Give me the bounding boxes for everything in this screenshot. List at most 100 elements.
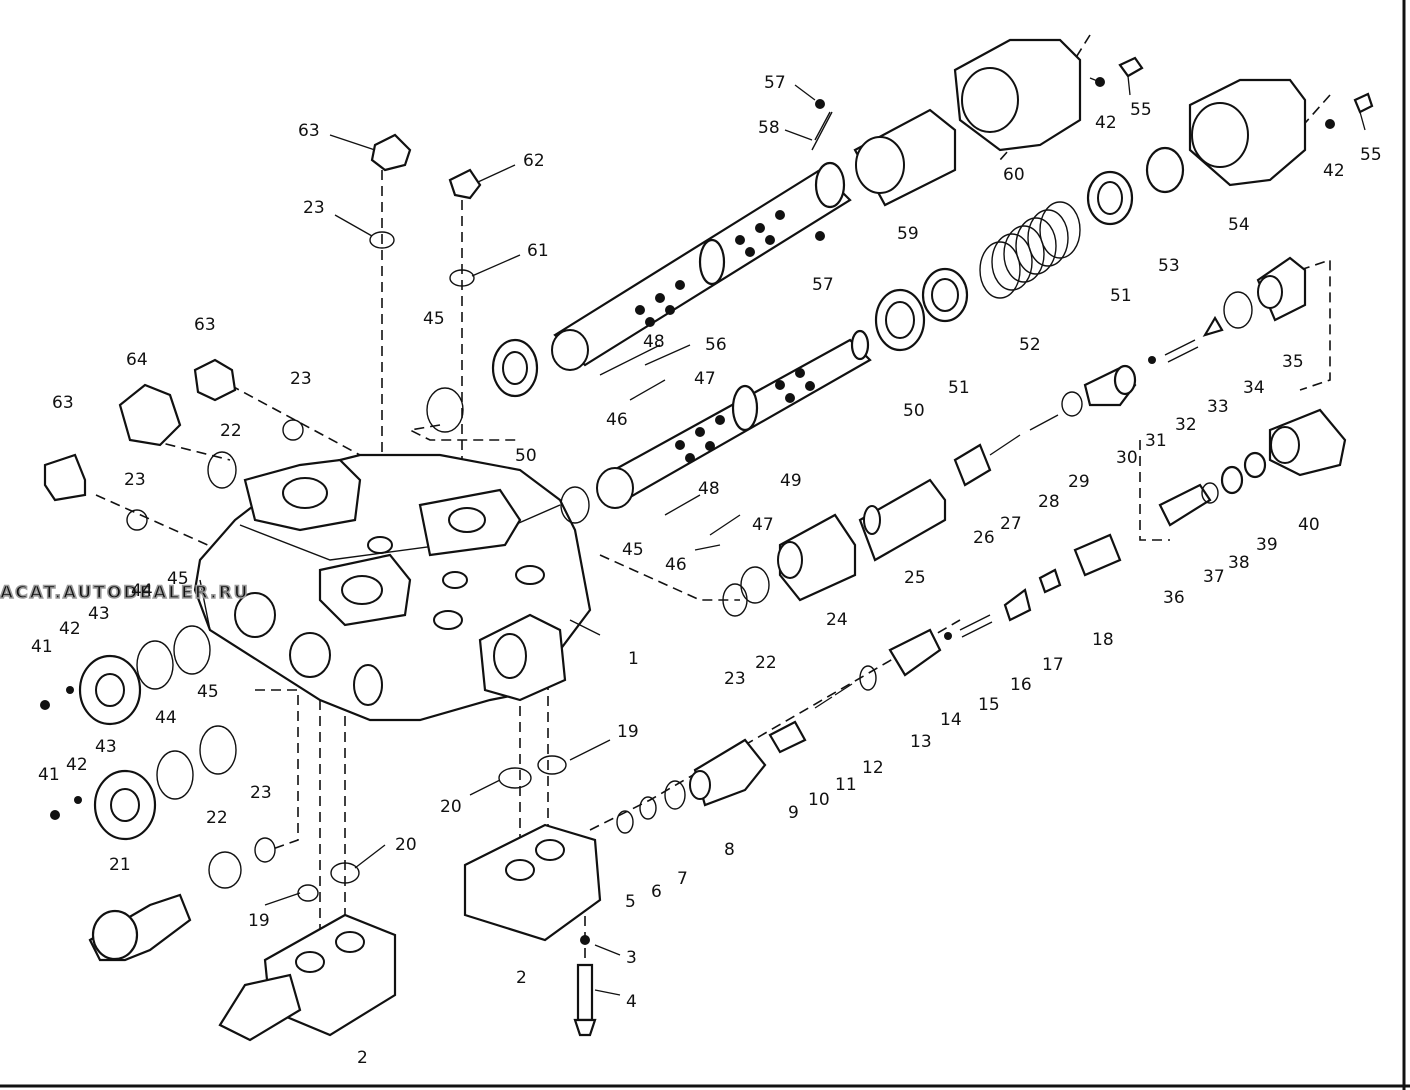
callout-63: 63: [52, 393, 74, 413]
callout-14: 14: [940, 710, 962, 730]
middle-spool: [560, 146, 1185, 551]
callout-26: 26: [973, 528, 995, 548]
callout-50: 50: [903, 401, 925, 421]
callout-64: 64: [126, 350, 148, 370]
callout-34: 34: [1243, 378, 1265, 398]
callout-36: 36: [1163, 588, 1185, 608]
callout-39: 39: [1256, 535, 1278, 555]
callout-2: 2: [357, 1048, 368, 1068]
callout-13: 13: [910, 732, 932, 752]
callout-1: 1: [628, 649, 639, 669]
callout-20: 20: [440, 797, 462, 817]
callout-43: 43: [88, 604, 110, 624]
callout-21: 21: [109, 855, 131, 875]
callout-59: 59: [897, 224, 919, 244]
callout-20: 20: [395, 835, 417, 855]
callout-58: 58: [758, 118, 780, 138]
callout-57: 57: [812, 275, 834, 295]
callout-30: 30: [1116, 448, 1138, 468]
callout-45: 45: [622, 540, 644, 560]
callout-54: 54: [1228, 215, 1250, 235]
callout-40: 40: [1298, 515, 1320, 535]
callout-5: 5: [625, 892, 636, 912]
callout-45: 45: [197, 682, 219, 702]
callout-4: 4: [626, 992, 637, 1012]
callout-12: 12: [862, 758, 884, 778]
callout-24: 24: [826, 610, 848, 630]
callout-56: 56: [705, 335, 727, 355]
callout-22: 22: [220, 421, 242, 441]
callout-42: 42: [66, 755, 88, 775]
callout-23: 23: [290, 369, 312, 389]
callout-9: 9: [788, 803, 799, 823]
callout-44: 44: [131, 581, 153, 601]
callout-22: 22: [755, 653, 777, 673]
callout-37: 37: [1203, 567, 1225, 587]
callout-41: 41: [31, 637, 53, 657]
callout-28: 28: [1038, 492, 1060, 512]
callout-16: 16: [1010, 675, 1032, 695]
callout-48: 48: [698, 479, 720, 499]
callout-63: 63: [194, 315, 216, 335]
callout-48: 48: [643, 332, 665, 352]
callout-47: 47: [694, 369, 716, 389]
flange-blocks: [218, 755, 602, 1042]
callout-labels: 1 2 2 3 4 5 6 7 8 9 10 11 12 13 14 15 16…: [31, 73, 1382, 1068]
callout-46: 46: [606, 410, 628, 430]
callout-23: 23: [303, 198, 325, 218]
callout-23: 23: [124, 470, 146, 490]
valve-body: [193, 453, 592, 722]
callout-53: 53: [1158, 256, 1180, 276]
callout-61: 61: [527, 241, 549, 261]
callout-10: 10: [808, 790, 830, 810]
callout-35: 35: [1282, 352, 1304, 372]
callout-55: 55: [1360, 145, 1382, 165]
callout-33: 33: [1207, 397, 1229, 417]
callout-18: 18: [1092, 630, 1114, 650]
callout-49: 49: [780, 471, 802, 491]
callout-23: 23: [724, 669, 746, 689]
callout-3: 3: [626, 948, 637, 968]
callout-45: 45: [167, 569, 189, 589]
callout-52: 52: [1019, 335, 1041, 355]
callout-42: 42: [1323, 161, 1345, 181]
callout-2: 2: [516, 968, 527, 988]
callout-60: 60: [1003, 165, 1025, 185]
callout-11: 11: [835, 775, 857, 795]
callout-15: 15: [978, 695, 1000, 715]
callout-43: 43: [95, 737, 117, 757]
callout-47: 47: [752, 515, 774, 535]
callout-19: 19: [617, 722, 639, 742]
watermark-text: ACAT.AUTODEALER.RU: [0, 583, 250, 603]
callout-42: 42: [59, 619, 81, 639]
relief-valve-group: [616, 256, 1347, 834]
callout-23: 23: [250, 783, 272, 803]
upper-spool: [426, 38, 1374, 433]
left-covers: [40, 133, 482, 962]
callout-44: 44: [155, 708, 177, 728]
callout-38: 38: [1228, 553, 1250, 573]
callout-8: 8: [724, 840, 735, 860]
callout-57: 57: [764, 73, 786, 93]
callout-63: 63: [298, 121, 320, 141]
callout-7: 7: [677, 869, 688, 889]
callout-41: 41: [38, 765, 60, 785]
callout-6: 6: [651, 882, 662, 902]
callout-29: 29: [1068, 472, 1090, 492]
callout-27: 27: [1000, 514, 1022, 534]
callout-50: 50: [515, 446, 537, 466]
callout-31: 31: [1145, 431, 1167, 451]
callout-51: 51: [1110, 286, 1132, 306]
leader-lines: [264, 75, 1366, 996]
callout-46: 46: [665, 555, 687, 575]
callout-17: 17: [1042, 655, 1064, 675]
callout-25: 25: [904, 568, 926, 588]
callout-51: 51: [948, 378, 970, 398]
callout-42: 42: [1095, 113, 1117, 133]
callout-32: 32: [1175, 415, 1197, 435]
callout-45: 45: [423, 309, 445, 329]
callout-22: 22: [206, 808, 228, 828]
callout-55: 55: [1130, 100, 1152, 120]
callout-62: 62: [523, 151, 545, 171]
